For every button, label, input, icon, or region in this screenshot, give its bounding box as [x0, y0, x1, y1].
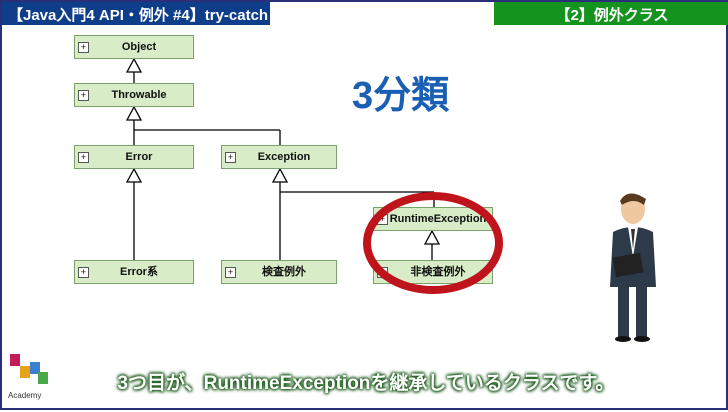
logo-name: Academy	[8, 391, 42, 400]
arrow-error	[125, 167, 143, 183]
class-label: Throwable	[111, 89, 167, 101]
arrow-throwable	[125, 105, 143, 121]
class-exception[interactable]: + Exception	[221, 145, 337, 169]
class-label: Object	[121, 41, 157, 53]
class-label: Error	[125, 151, 153, 163]
expand-icon[interactable]: +	[78, 151, 89, 163]
class-checked[interactable]: + 検査例外	[221, 260, 337, 284]
arrow-object	[125, 57, 143, 73]
class-label: Exception	[257, 151, 311, 163]
class-label: 検査例外	[262, 266, 306, 278]
expand-icon[interactable]: +	[78, 266, 89, 278]
subtitle: 3つ目が、RuntimeExceptionを継承しているクラスです。	[117, 373, 615, 394]
class-runtime-exception[interactable]: +RuntimeException	[373, 207, 493, 231]
presenter-character	[610, 193, 656, 342]
expand-icon[interactable]: +	[78, 89, 89, 101]
arrow-exception	[271, 167, 289, 183]
class-object[interactable]: + Object	[74, 35, 194, 59]
expand-icon[interactable]: +	[225, 151, 236, 163]
class-label: RuntimeException	[389, 213, 487, 225]
heading: 3分類	[352, 75, 450, 117]
bcop-logo-mark	[10, 354, 48, 384]
class-label: Error系	[120, 266, 158, 278]
expand-icon[interactable]: +	[225, 266, 236, 278]
arrow-runtime	[423, 229, 441, 245]
bcop-academy-logo: Academy	[8, 354, 52, 410]
class-error[interactable]: + Error	[74, 145, 194, 169]
expand-icon[interactable]: +	[78, 41, 89, 53]
section-title: 【2】例外クラス	[494, 2, 728, 25]
class-label: 非検査例外	[410, 266, 466, 278]
class-error-kind[interactable]: + Error系	[74, 260, 194, 284]
class-throwable[interactable]: + Throwable	[74, 83, 194, 107]
video-title: 【Java入門4 API・例外 #4】try-catch	[2, 2, 270, 25]
